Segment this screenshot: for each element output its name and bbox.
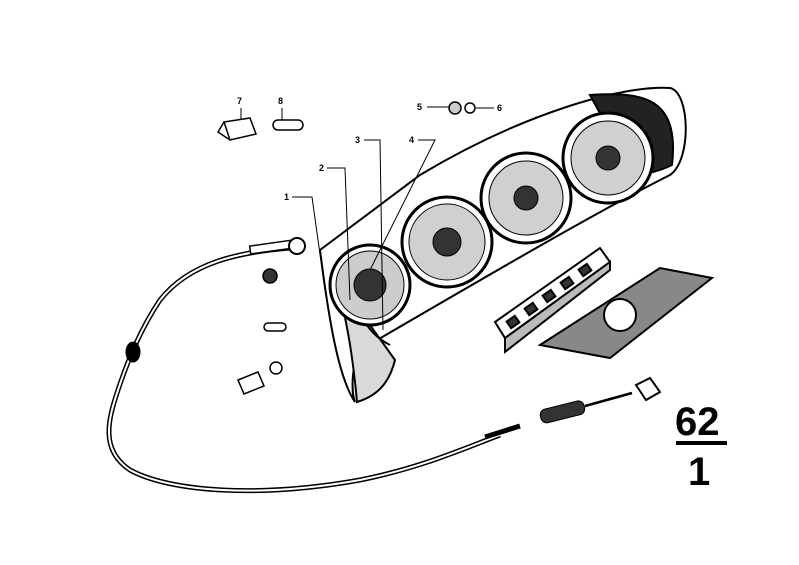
nut-6 <box>464 102 476 114</box>
callout-2: 2 <box>319 163 324 173</box>
callout-5: 5 <box>417 102 422 112</box>
callout-6: 6 <box>497 103 502 113</box>
group-main-number: 62 <box>675 400 720 444</box>
clip-nut <box>262 268 278 284</box>
callout-4: 4 <box>409 135 414 145</box>
group-number: 62 1 <box>675 400 727 494</box>
bulb-socket-lower <box>237 371 265 395</box>
speedometer-cable <box>106 237 501 494</box>
gauge-speedometer <box>400 195 494 289</box>
bulb-8 <box>272 119 304 131</box>
gasket <box>537 266 715 360</box>
gauge-clock <box>479 151 573 245</box>
gauge-tachometer <box>328 243 412 327</box>
warning-light-strip <box>493 246 612 355</box>
callout-labels: 1 2 3 4 5 6 7 8 <box>237 96 502 202</box>
cable-end-connector <box>484 376 662 440</box>
washer-5 <box>448 101 462 115</box>
bulb-socket-7 <box>216 117 258 141</box>
group-sub-number: 1 <box>688 450 710 494</box>
bulb-holder-small <box>263 322 287 375</box>
leader-lines <box>240 106 494 331</box>
callout-7: 7 <box>237 96 242 106</box>
gauge-combination <box>561 111 655 205</box>
callout-3: 3 <box>355 135 360 145</box>
callout-1: 1 <box>284 192 289 202</box>
callout-8: 8 <box>278 96 283 106</box>
